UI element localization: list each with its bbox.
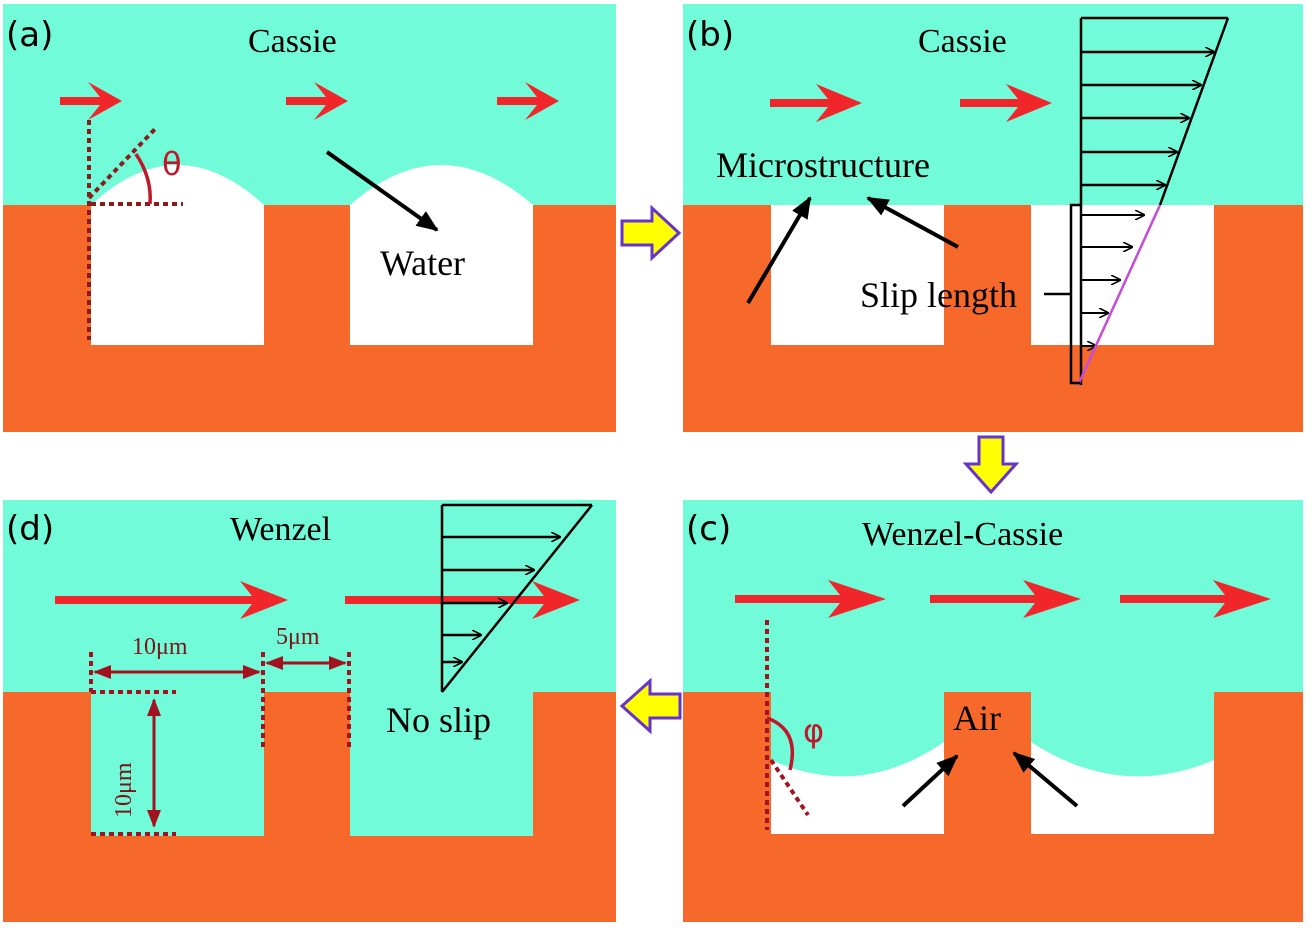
transition-arrow-c-to-d [619, 677, 682, 735]
slip-velocity-profile [1076, 204, 1162, 386]
solid-substrate [3, 692, 616, 922]
transition-arrow-b-to-c [962, 435, 1020, 495]
flow-arrow [497, 82, 559, 120]
microstructure-label: Microstructure [716, 145, 930, 185]
air-pocket-right [1031, 205, 1214, 345]
panel-title: Cassie [918, 23, 1007, 60]
panel-title: Wenzel-Cassie [862, 516, 1063, 553]
water-label: Water [380, 243, 465, 283]
solid-substrate [683, 205, 1303, 432]
phi-symbol: φ [803, 712, 824, 750]
flow-arrow [960, 84, 1052, 122]
solid-substrate [683, 692, 1303, 922]
flow-arrow [1120, 580, 1271, 618]
panel-d: (d) Wenzel 10μm 5μm 10μm No slip [3, 500, 616, 922]
flow-arrows [770, 84, 1052, 122]
no-slip-velocity-profile [440, 503, 593, 693]
contact-angle-guides [765, 620, 810, 830]
flow-arrow [345, 581, 580, 619]
panel-label: (a) [6, 15, 53, 55]
panel-title: Cassie [248, 23, 337, 60]
flow-arrows [55, 581, 580, 619]
depth-dimension-label: 10μm [111, 762, 137, 818]
no-slip-label: No slip [386, 700, 491, 740]
air-pocket-right [350, 165, 533, 345]
air-pointer-arrow-right [1012, 751, 1079, 808]
air-pocket-left [91, 165, 264, 345]
air-pocket-left [771, 742, 944, 834]
panel-title: Wenzel [230, 511, 331, 548]
slip-pointer-arrow [866, 196, 959, 249]
contact-angle-guides [87, 120, 183, 340]
flow-arrow [55, 581, 288, 619]
velocity-profile [1079, 16, 1230, 206]
flow-arrow [930, 580, 1081, 618]
slip-length-bracket [1044, 203, 1080, 385]
microstructure-pointer-arrow [746, 196, 812, 305]
panel-b: (b) Cassie Microstructure Slip length [683, 4, 1303, 432]
flow-arrow [770, 84, 862, 122]
solid-substrate [3, 205, 616, 432]
panel-label: (b) [686, 15, 734, 55]
flow-arrow [60, 82, 122, 120]
transition-arrows [619, 204, 1020, 735]
flow-arrows [735, 580, 1271, 618]
dimension-arrows [93, 656, 347, 828]
air-pointer-arrow-left [901, 754, 959, 808]
theta-symbol: θ [162, 145, 182, 183]
dimension-lines [89, 652, 351, 836]
gap-dimension-label: 5μm [276, 624, 320, 650]
flow-arrows [60, 82, 559, 120]
panel-c: φ (c) Wenzel-Cassie Air [683, 500, 1303, 922]
contact-angle-arc [134, 153, 152, 205]
panel-label: (d) [6, 509, 54, 549]
contact-angle-arc [766, 716, 795, 771]
transition-arrow-a-to-b [620, 204, 682, 262]
air-pocket-right [1031, 742, 1214, 834]
width-dimension-label: 10μm [132, 634, 188, 660]
panel-label: (c) [686, 509, 731, 549]
air-label: Air [953, 698, 1001, 738]
air-pocket-left [771, 205, 944, 345]
panel-a: θ (a) Cassie Water [3, 4, 616, 432]
water-pointer-arrow [325, 150, 439, 232]
flow-arrow [286, 82, 348, 120]
slip-length-label: Slip length [860, 275, 1017, 315]
flow-arrow [735, 580, 886, 618]
